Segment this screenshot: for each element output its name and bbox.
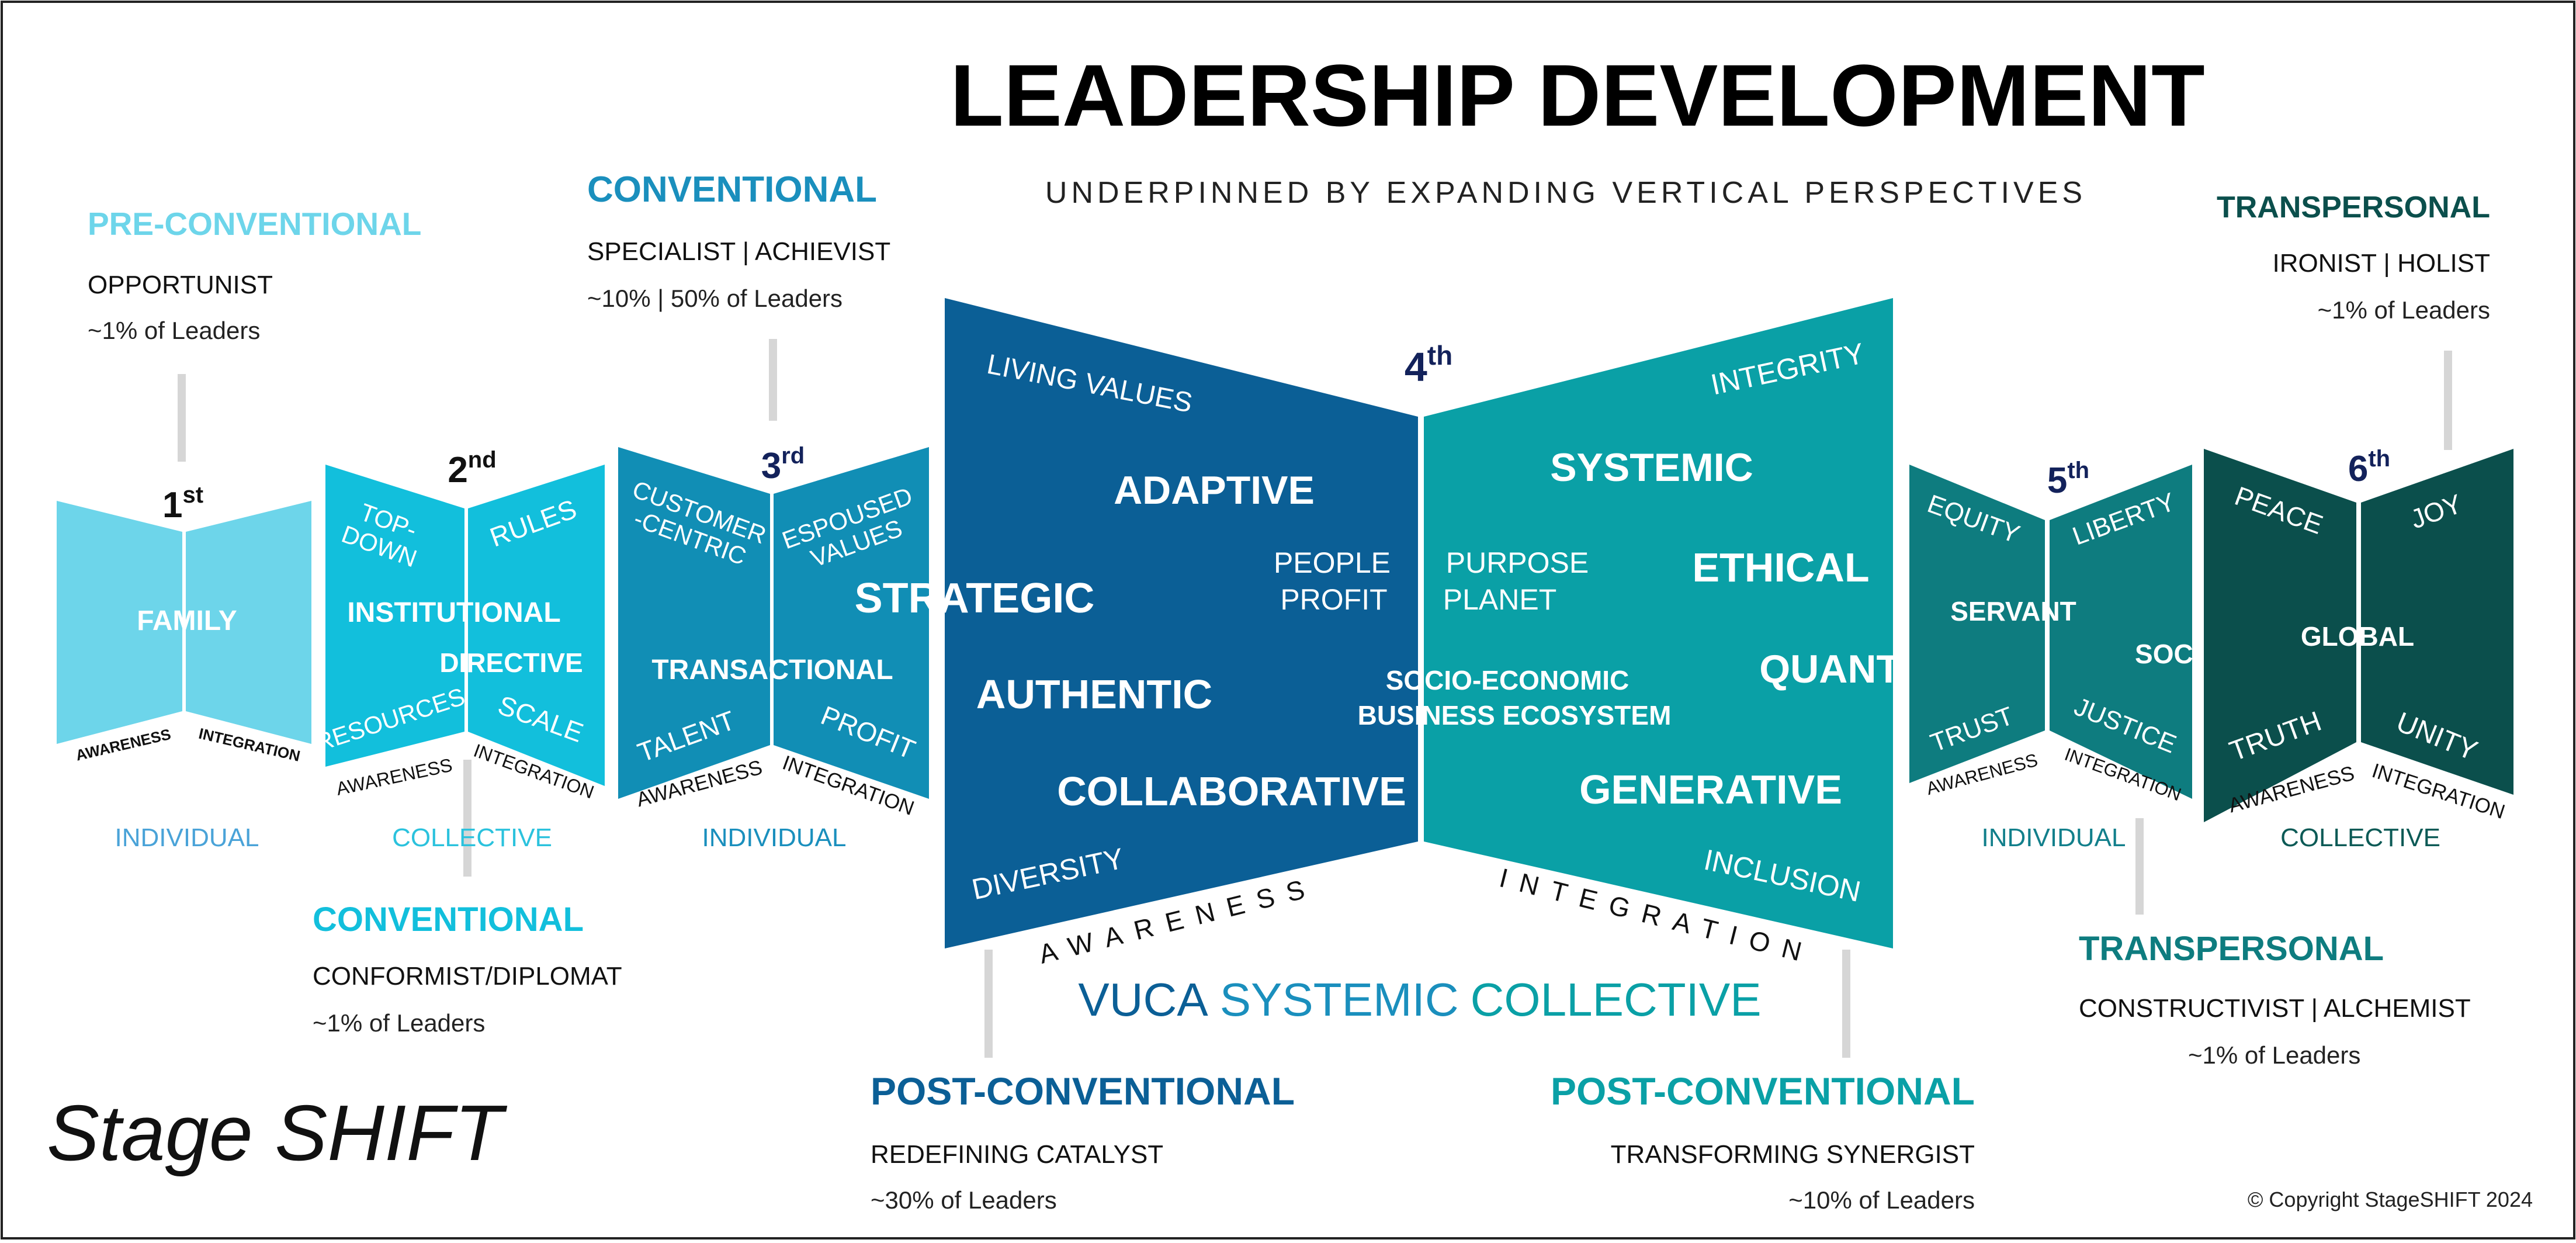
stage-5: 5th EQUITY LIBERTY SERVANT SOCIETY TRUST… — [1909, 458, 2253, 852]
stage-6-center-label: GLOBAL — [2301, 621, 2414, 652]
stage-4-integration-panel — [1424, 298, 1893, 948]
stage-3-integration-panel — [774, 447, 929, 799]
stage-4-business-ecosystem-label: BUSINESS ECOSYSTEM — [1358, 700, 1672, 730]
stage-1-number: 1st — [162, 482, 203, 525]
stage-4-socio-economic-label: SOCIO-ECONOMIC — [1386, 665, 1629, 695]
stage-4-adaptive-label: ADAPTIVE — [1114, 468, 1315, 513]
stage-3-number: 3rd — [761, 443, 805, 486]
stage-4-number: 4th — [1405, 340, 1452, 390]
callout-heading: POST-CONVENTIONAL — [1551, 1069, 1975, 1113]
page-subtitle: UNDERPINNED BY EXPANDING VERTICAL PERSPE… — [1045, 176, 2086, 210]
stage-4-awareness-panel — [945, 298, 1418, 948]
callout-post-conventional-right: POST-CONVENTIONAL TRANSFORMING SYNERGIST… — [1551, 1069, 1975, 1214]
callout-percentage: ~30% of Leaders — [871, 1186, 1057, 1214]
callout-percentage: ~10% | 50% of Leaders — [587, 285, 843, 312]
stage-2-center-label-2: DIRECTIVE — [439, 648, 583, 678]
callout-heading: CONVENTIONAL — [313, 901, 584, 939]
callout-percentage: ~1% of Leaders — [88, 317, 260, 344]
stage-3-center-label: TRANSACTIONAL — [651, 655, 893, 685]
page-title: LEADERSHIP DEVELOPMENT — [950, 46, 2205, 144]
stage-4-strategic-label: STRATEGIC — [855, 575, 1095, 622]
stage-5-number: 5th — [2047, 458, 2089, 501]
stage-6-scope-label: COLLECTIVE — [2280, 823, 2440, 852]
stage-5-integration-panel — [2050, 465, 2192, 799]
callout-role: CONSTRUCTIVIST | ALCHEMIST — [2079, 994, 2471, 1023]
callout-transpersonal-bottom: TRANSPERSONAL CONSTRUCTIVIST | ALCHEMIST… — [2079, 930, 2471, 1069]
copyright-notice: © Copyright StageSHIFT 2024 — [2248, 1187, 2533, 1211]
stage-5-center-label-1: SERVANT — [1950, 596, 2076, 626]
stage-2-integration-panel — [468, 465, 605, 786]
stage-5-scope-label: INDIVIDUAL — [1982, 823, 2126, 852]
stage-3-scope-label: INDIVIDUAL — [702, 823, 847, 852]
stage-1-integration-panel — [186, 501, 311, 744]
stage-1-center-label: FAMILY — [137, 605, 237, 636]
stage-2-awareness-panel — [325, 465, 464, 767]
stage-1-scope-label: INDIVIDUAL — [115, 823, 259, 852]
stage-4-authentic-label: AUTHENTIC — [976, 671, 1212, 717]
stage-1-awareness-panel — [57, 501, 182, 744]
callout-percentage: ~10% of Leaders — [1788, 1186, 1975, 1214]
connector-lines — [178, 339, 2452, 1058]
stage-4-purpose-label: PURPOSE — [1446, 546, 1589, 579]
callout-conventional-top: CONVENTIONAL SPECIALIST | ACHIEVIST ~10%… — [587, 169, 890, 312]
stage-6-integration-panel — [2361, 449, 2513, 795]
callout-role: REDEFINING CATALYST — [871, 1140, 1163, 1169]
stage-3: 3rd CUSTOMER-CENTRIC ESPOUSEDVALUES TRAN… — [618, 443, 929, 852]
stage-4-ethical-label: ETHICAL — [1692, 545, 1869, 590]
stage-2: 2nd TOP-DOWN RULES INSTITUTIONAL DIRECTI… — [312, 447, 605, 852]
stage-3-awareness-panel — [618, 447, 770, 799]
stage-4-generative-label: GENERATIVE — [1579, 767, 1842, 812]
stage-4-profit-label: PROFIT — [1280, 583, 1387, 616]
stage-2-center-label-1: INSTITUTIONAL — [347, 597, 560, 628]
stage-5-awareness-panel — [1909, 465, 2045, 783]
stage-4-people-label: PEOPLE — [1274, 546, 1391, 579]
callout-role: CONFORMIST/DIPLOMAT — [313, 962, 622, 991]
stage-1: 1st FAMILY AWARENESS INTEGRATION INDIVID… — [57, 482, 311, 852]
stage-6-awareness-panel — [2204, 449, 2356, 822]
callout-percentage: ~1% of Leaders — [313, 1009, 485, 1037]
callout-heading: TRANSPERSONAL — [2217, 191, 2490, 224]
stage-2-number: 2nd — [448, 447, 496, 490]
callout-pre-conventional: PRE-CONVENTIONAL OPPORTUNIST ~1% of Lead… — [88, 206, 421, 344]
stageshift-logo: Stage SHIFT — [47, 1089, 508, 1177]
logo-wordmark: Stage SHIFT — [47, 1089, 508, 1177]
stage-4-collaborative-label: COLLABORATIVE — [1057, 768, 1406, 814]
callout-percentage: ~1% of Leaders — [2188, 1041, 2360, 1069]
stage-2-scope-label: COLLECTIVE — [392, 823, 552, 852]
callout-heading: TRANSPERSONAL — [2079, 930, 2384, 968]
callout-heading: POST-CONVENTIONAL — [871, 1069, 1295, 1113]
callout-role: IRONIST | HOLIST — [2273, 249, 2490, 278]
callout-role: TRANSFORMING SYNERGIST — [1611, 1140, 1975, 1169]
callout-role: OPPORTUNIST — [88, 271, 273, 299]
stage-6-number: 6th — [2348, 446, 2390, 489]
callout-heading: PRE-CONVENTIONAL — [88, 206, 421, 242]
callout-conventional-bottom: CONVENTIONAL CONFORMIST/DIPLOMAT ~1% of … — [313, 901, 622, 1037]
stage-4-planet-label: PLANET — [1443, 583, 1557, 616]
callout-role: SPECIALIST | ACHIEVIST — [587, 237, 890, 266]
stage-4-systemic-label: SYSTEMIC — [1550, 445, 1753, 490]
callout-post-conventional-left: POST-CONVENTIONAL REDEFINING CATALYST ~3… — [871, 1069, 1295, 1214]
callout-heading: CONVENTIONAL — [587, 169, 877, 210]
callout-transpersonal-top: TRANSPERSONAL IRONIST | HOLIST ~1% of Le… — [2217, 191, 2490, 324]
callout-percentage: ~1% of Leaders — [2318, 296, 2490, 324]
